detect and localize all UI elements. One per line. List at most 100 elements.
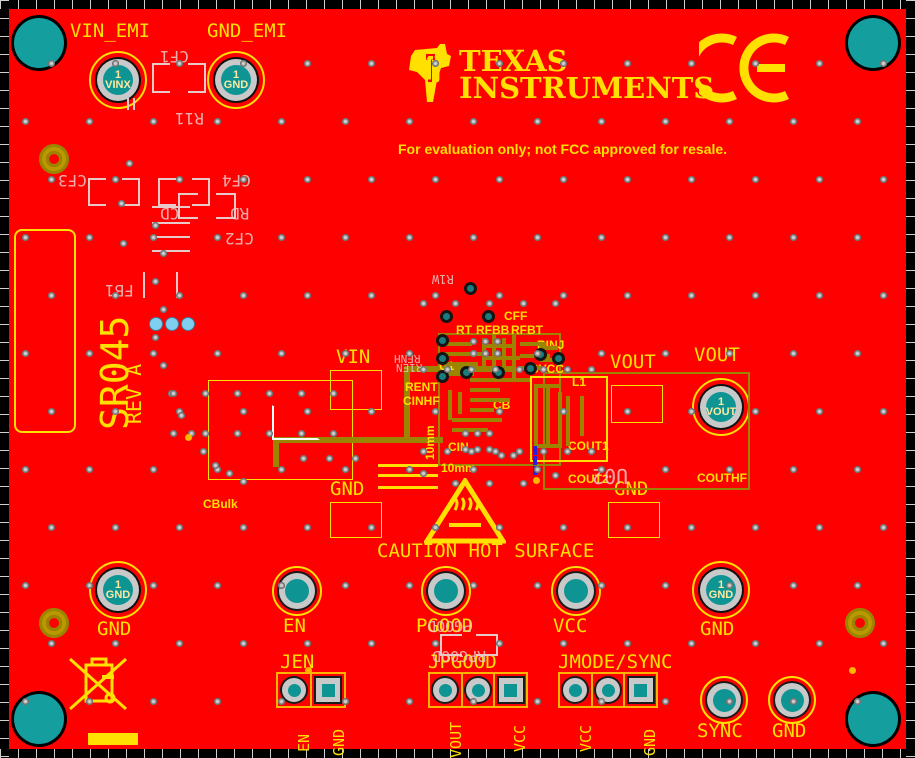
ruler-tick <box>906 666 915 667</box>
bottom-footprint-outline <box>440 634 462 656</box>
test-point-vcc[interactable] <box>551 566 601 616</box>
outline-cbulk <box>208 380 353 480</box>
ruler-tick <box>906 72 915 73</box>
pin-label-jmode-vcc: VCC <box>577 724 595 752</box>
ruler-tick <box>612 749 613 758</box>
via <box>560 176 567 183</box>
via <box>214 118 221 125</box>
via <box>278 466 285 473</box>
via <box>342 582 349 589</box>
copper-trace <box>486 356 520 360</box>
ruler-tick <box>0 144 9 145</box>
via <box>160 306 167 313</box>
smt-pad <box>440 310 453 323</box>
pin-label-jen-gnd: GND <box>330 728 348 756</box>
via <box>588 448 595 455</box>
via <box>790 234 797 241</box>
via <box>486 430 493 437</box>
test-point-sync[interactable] <box>700 676 748 724</box>
via <box>160 362 167 369</box>
via <box>534 118 541 125</box>
ce-mark-icon <box>687 33 791 115</box>
hot-surface-warning-text: CAUTION HOT SURFACE <box>377 540 595 562</box>
test-point-en[interactable] <box>272 566 322 616</box>
via <box>470 466 477 473</box>
ruler-tick <box>648 0 649 9</box>
ruler-tick <box>630 0 631 9</box>
test-point-pgood[interactable] <box>421 566 471 616</box>
thermal-pad-right-bottom <box>845 608 875 638</box>
connector-pin[interactable] <box>463 674 496 706</box>
label-rt: RT <box>456 323 472 337</box>
banana-jack-gnd-emi[interactable]: 1 GND <box>207 51 265 109</box>
ruler-tick <box>666 0 667 9</box>
via <box>496 292 503 299</box>
smt-pad <box>482 310 495 323</box>
via <box>534 698 541 705</box>
via <box>598 582 605 589</box>
board-revision: REV A <box>122 363 146 424</box>
ruler-tick <box>126 0 127 9</box>
connector-pin[interactable] <box>430 674 463 706</box>
ruler-tick <box>900 0 901 9</box>
connector-pin[interactable] <box>312 674 344 706</box>
ruler-tick <box>906 576 915 577</box>
via <box>444 366 451 373</box>
via <box>112 292 119 299</box>
ruler-tick <box>0 522 9 523</box>
connector-pin[interactable] <box>495 674 526 706</box>
via <box>200 448 207 455</box>
pin-label-jen-en: EN <box>295 733 313 752</box>
banana-jack-gnd-left[interactable]: 1 GND <box>89 561 147 619</box>
bottom-silk-cf3: CF3 <box>58 171 87 190</box>
via <box>368 60 375 67</box>
banana-jack-vinx[interactable]: 1 VINX <box>89 51 147 109</box>
ruler-tick <box>216 0 217 9</box>
pin-round <box>563 678 588 702</box>
connector-label-jen: JEN <box>280 651 315 673</box>
ruler-tick <box>810 749 811 758</box>
ruler-tick <box>792 749 793 758</box>
ruler-tick <box>906 486 915 487</box>
connector-pin[interactable] <box>625 674 656 706</box>
via <box>112 60 119 67</box>
via <box>752 640 759 647</box>
ruler-tick <box>432 749 433 758</box>
label-vin: VIN <box>336 346 371 368</box>
ruler-tick <box>756 749 757 758</box>
ti-logo: TEXAS INSTRUMENTS <box>407 44 714 106</box>
connector-pin[interactable] <box>560 674 593 706</box>
via <box>816 524 823 531</box>
connector-pin[interactable] <box>593 674 626 706</box>
connector-jen[interactable] <box>276 672 346 708</box>
ruler-tick <box>288 0 289 9</box>
ruler-left <box>0 0 9 758</box>
via <box>624 524 631 531</box>
ruler-tick <box>882 0 883 9</box>
pin-marker <box>533 456 537 465</box>
via <box>880 60 887 67</box>
ruler-tick <box>324 0 325 9</box>
via <box>406 118 413 125</box>
smt-pad <box>436 370 449 383</box>
ruler-tick <box>864 0 865 9</box>
via <box>880 292 887 299</box>
copper-trace <box>470 408 494 412</box>
copper-zone-inductor <box>530 376 608 462</box>
bottom-footprint-outline <box>152 63 170 93</box>
via <box>406 234 413 241</box>
via <box>470 234 477 241</box>
ruler-tick <box>306 749 307 758</box>
banana-jack-gnd-right[interactable]: 1 GND <box>692 561 750 619</box>
via <box>816 176 823 183</box>
via <box>662 350 669 357</box>
banana-jack-vout[interactable]: 1 VOUT <box>692 378 750 436</box>
ruler-tick <box>288 749 289 758</box>
connector-jpgood[interactable] <box>428 672 528 708</box>
connector-jmode-sync[interactable] <box>558 672 658 708</box>
bottom-footprint-line <box>152 206 190 208</box>
ruler-tick <box>540 749 541 758</box>
connector-pin[interactable] <box>278 674 312 706</box>
copper-trace <box>546 384 550 448</box>
ruler-tick <box>558 749 559 758</box>
